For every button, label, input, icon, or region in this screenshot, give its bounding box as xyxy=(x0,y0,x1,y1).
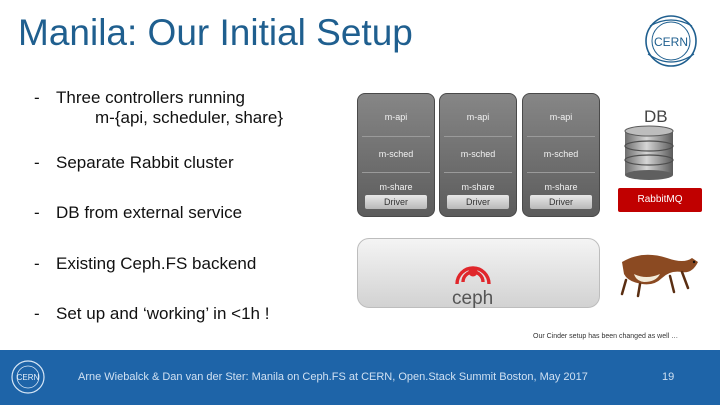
page-number: 19 xyxy=(662,371,675,383)
controller-share-label: m-share xyxy=(544,182,578,192)
bullet-item: -DB from external service xyxy=(34,203,243,222)
divider xyxy=(527,172,595,173)
controller-box: m-api m-sched m-share Driver xyxy=(522,93,600,217)
cinder-note: Our Cinder setup has been changed as wel… xyxy=(533,333,679,340)
svg-text:CERN: CERN xyxy=(17,373,40,382)
rabbitmq-label: RabbitMQ xyxy=(618,188,702,212)
weasel-icon xyxy=(620,254,698,298)
footer-text: Arne Wiebalck & Dan van der Ster: Manila… xyxy=(78,371,588,383)
driver-label: Driver xyxy=(447,195,509,209)
divider xyxy=(362,172,430,173)
controller-sched-label: m-sched xyxy=(378,149,414,159)
controller-share-label: m-share xyxy=(379,182,413,192)
bullet-item: -Set up and ‘working’ in <1h ! xyxy=(34,304,270,323)
controller-api-label: m-api xyxy=(549,112,573,122)
cern-logo-icon: CERN xyxy=(645,15,697,67)
divider xyxy=(362,136,430,137)
divider xyxy=(444,172,512,173)
controller-sched-label: m-sched xyxy=(460,149,496,159)
footer-bar xyxy=(0,350,720,405)
cern-footer-logo-icon: CERN xyxy=(11,360,45,394)
divider xyxy=(444,136,512,137)
slide-title: Manila: Our Initial Setup xyxy=(18,12,413,53)
controller-box: m-api m-sched m-share Driver xyxy=(357,93,435,217)
driver-label: Driver xyxy=(365,195,427,209)
controller-api-label: m-api xyxy=(384,112,408,122)
controller-box: m-api m-sched m-share Driver xyxy=(439,93,517,217)
driver-label: Driver xyxy=(530,195,592,209)
bullet-item: -Three controllers running m-{api, sched… xyxy=(34,88,284,127)
database-icon xyxy=(624,125,674,180)
ceph-label: ceph xyxy=(452,288,494,309)
divider xyxy=(527,136,595,137)
controller-share-label: m-share xyxy=(461,182,495,192)
svg-text:CERN: CERN xyxy=(654,35,688,49)
controller-api-label: m-api xyxy=(466,112,490,122)
bullet-item: -Separate Rabbit cluster xyxy=(34,153,234,172)
bullet-item: -Existing Ceph.FS backend xyxy=(34,254,257,273)
ceph-logo-icon xyxy=(455,266,491,285)
db-label: DB xyxy=(644,107,668,126)
controller-sched-label: m-sched xyxy=(543,149,579,159)
